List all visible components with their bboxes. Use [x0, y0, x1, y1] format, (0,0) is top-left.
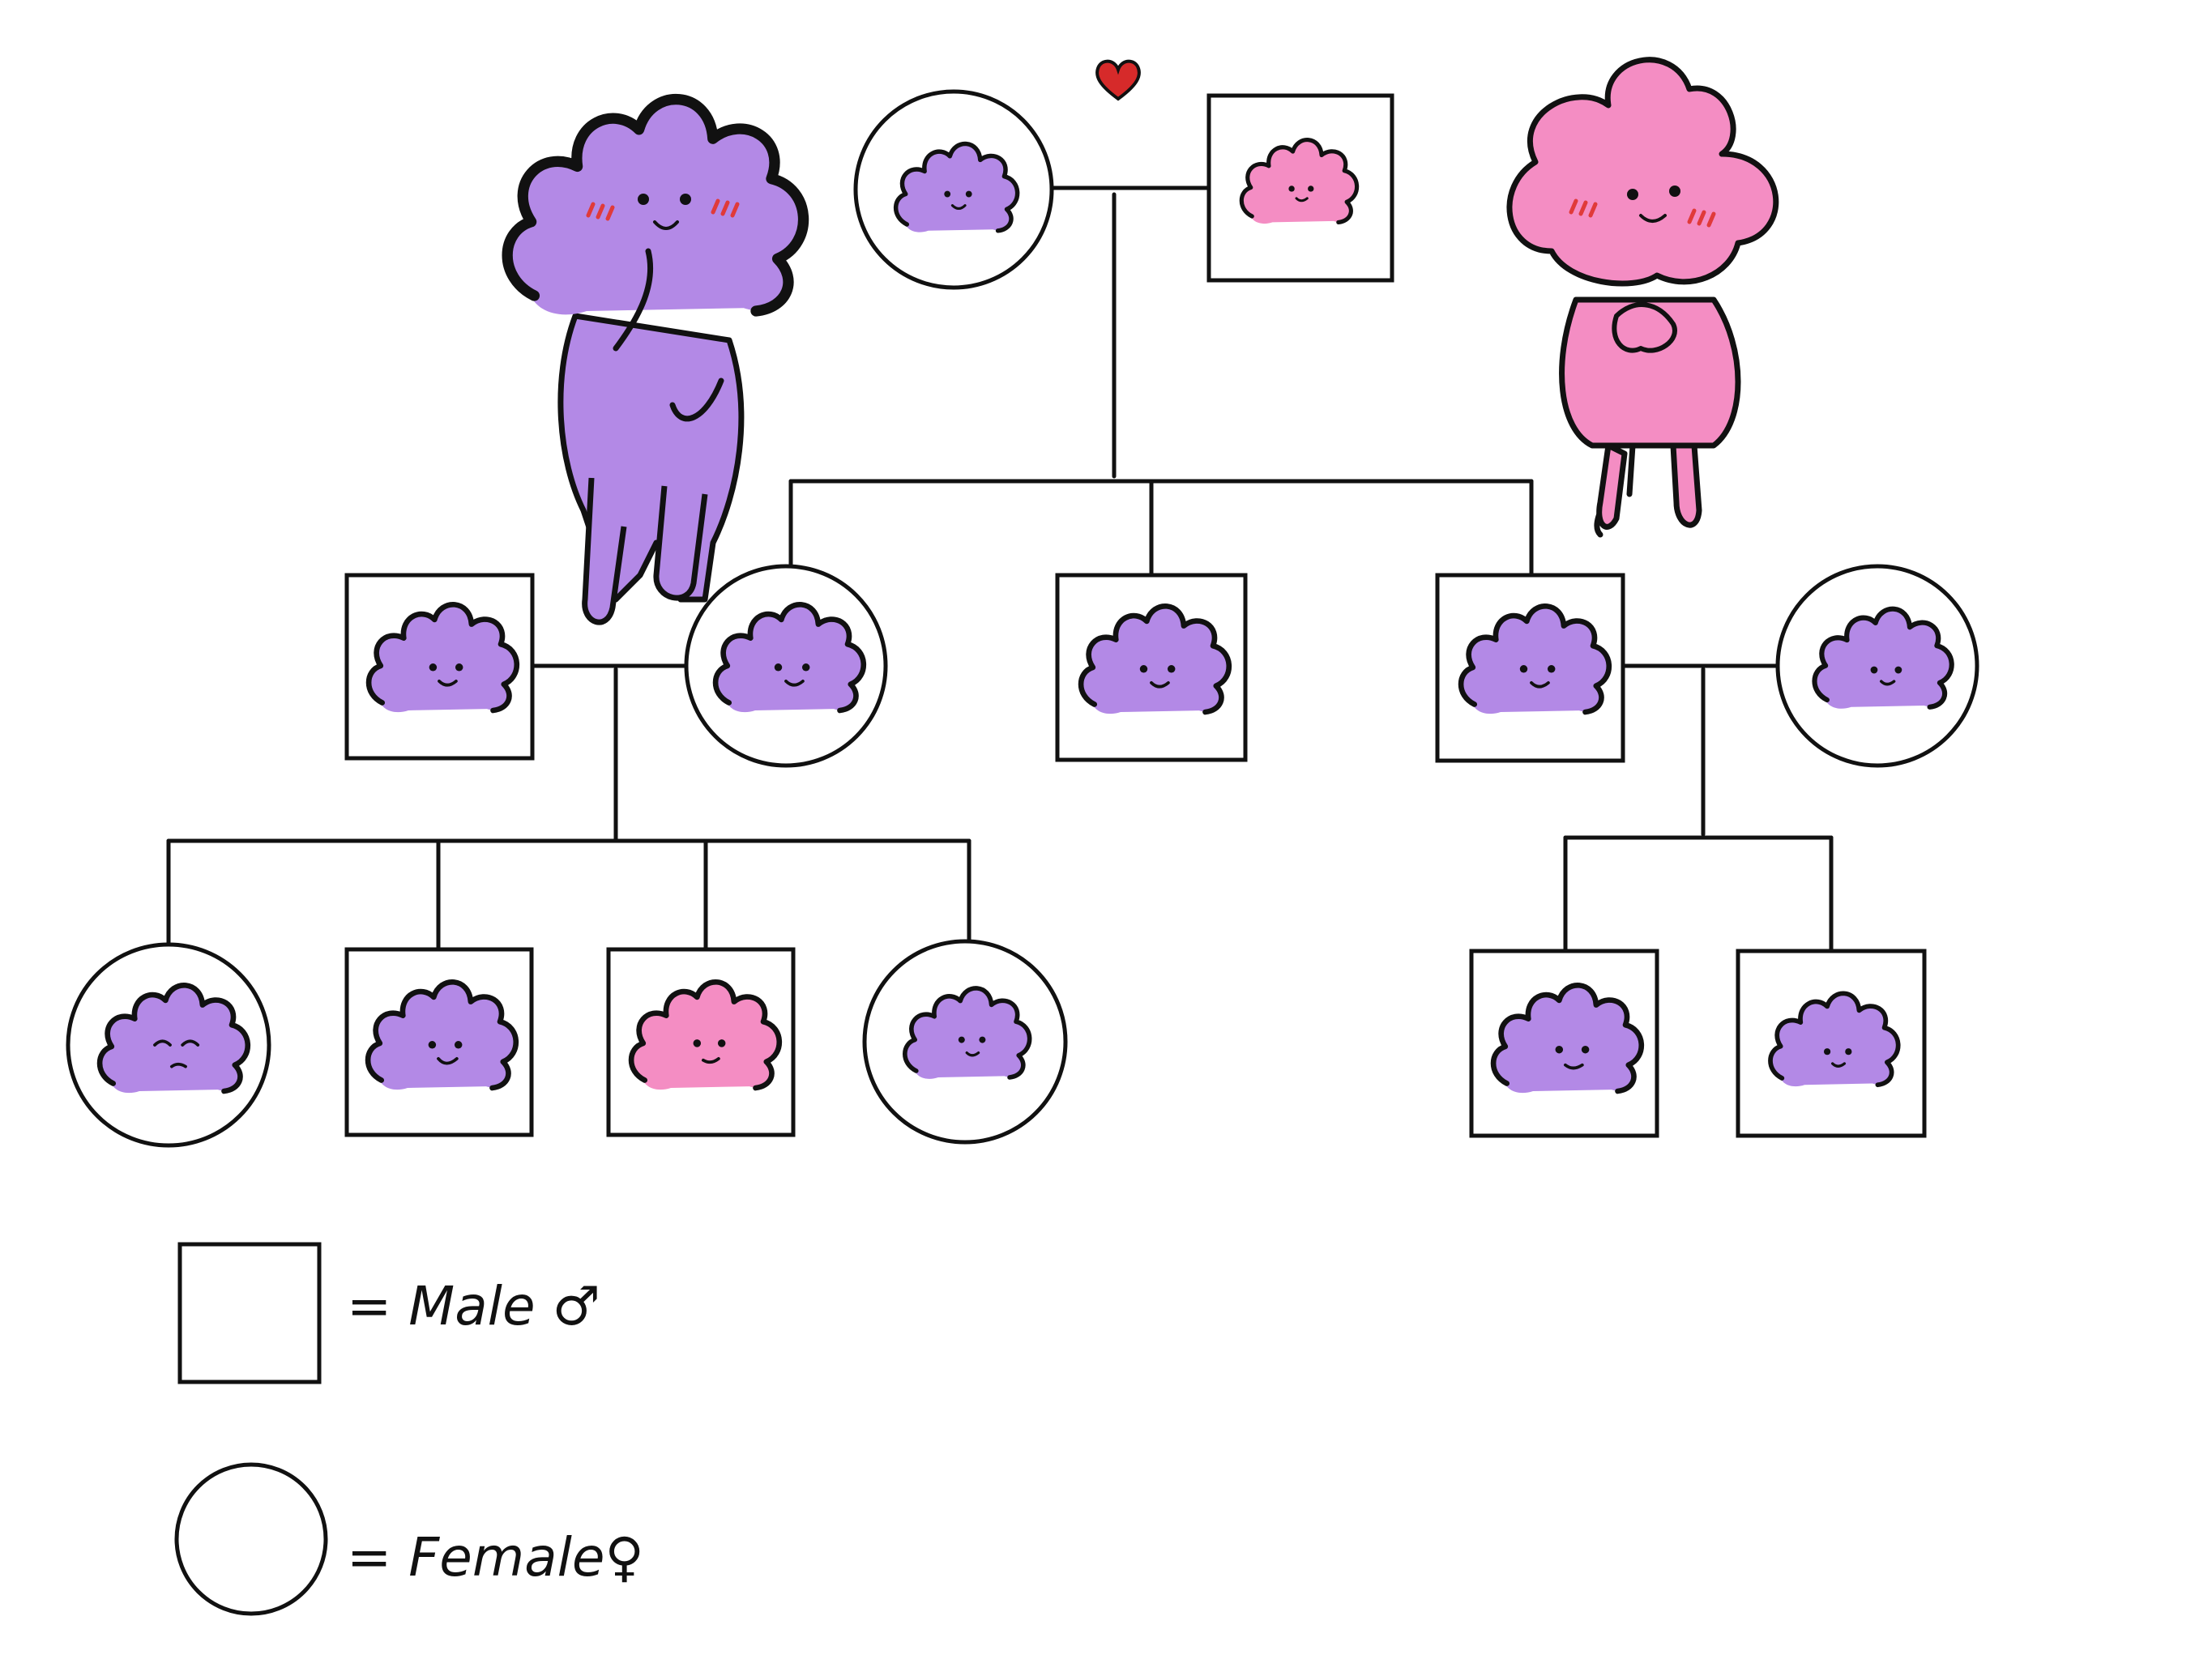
node-gen2-male-left-spouse [344, 573, 535, 761]
pedigree-lines [166, 186, 1834, 953]
node-gen3-female-1 [66, 942, 271, 1148]
node-gen3-male-2 [344, 947, 534, 1137]
node-gen1-female [853, 89, 1054, 290]
legend-male: = Male ♂ [177, 1242, 600, 1384]
node-gen3-female-4 [862, 939, 1068, 1145]
node-gen2-female-right-spouse [1775, 564, 1979, 768]
node-gen2-female-daughter [684, 564, 888, 768]
node-gen3-male-5 [1469, 949, 1659, 1138]
legend-female-label: = Female♀ [347, 1526, 644, 1589]
legend-female: = Female♀ [174, 1462, 644, 1616]
legend-female-circle [174, 1462, 328, 1616]
node-gen2-male-son [1055, 573, 1248, 762]
node-gen3-male-3 [606, 947, 796, 1137]
legend-male-label: = Male ♂ [347, 1275, 600, 1337]
legend: = Male ♂ = Female♀ [174, 1242, 644, 1616]
node-gen1-male [1206, 93, 1394, 283]
node-gen3-male-6 [1736, 949, 1927, 1138]
heart-icon [1095, 59, 1141, 101]
node-gen2-male-son-right [1435, 573, 1625, 763]
legend-male-square [177, 1242, 322, 1384]
pink-character [1506, 57, 1779, 538]
purple-character [506, 100, 804, 625]
